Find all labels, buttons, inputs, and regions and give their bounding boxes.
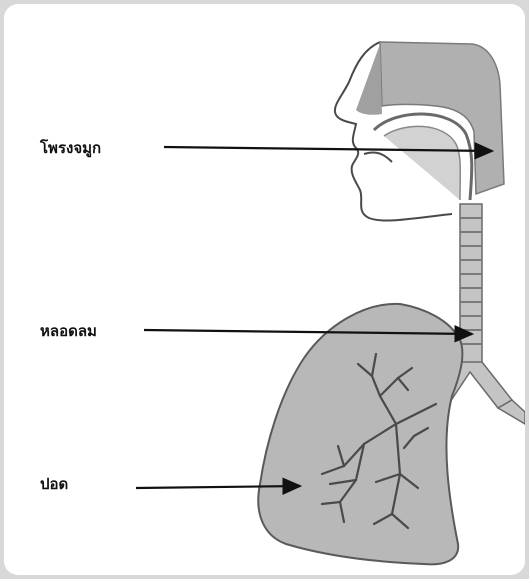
head-profile [335,42,504,221]
respiratory-system-illustration [4,4,525,575]
lung-shape [258,304,462,564]
label-trachea: หลอดลม [40,319,97,343]
label-lung: ปอด [40,472,68,496]
label-nasal-cavity: โพรงจมูก [40,136,101,160]
diagram-frame: โพรงจมูก หลอดลม ปอด [4,4,525,575]
